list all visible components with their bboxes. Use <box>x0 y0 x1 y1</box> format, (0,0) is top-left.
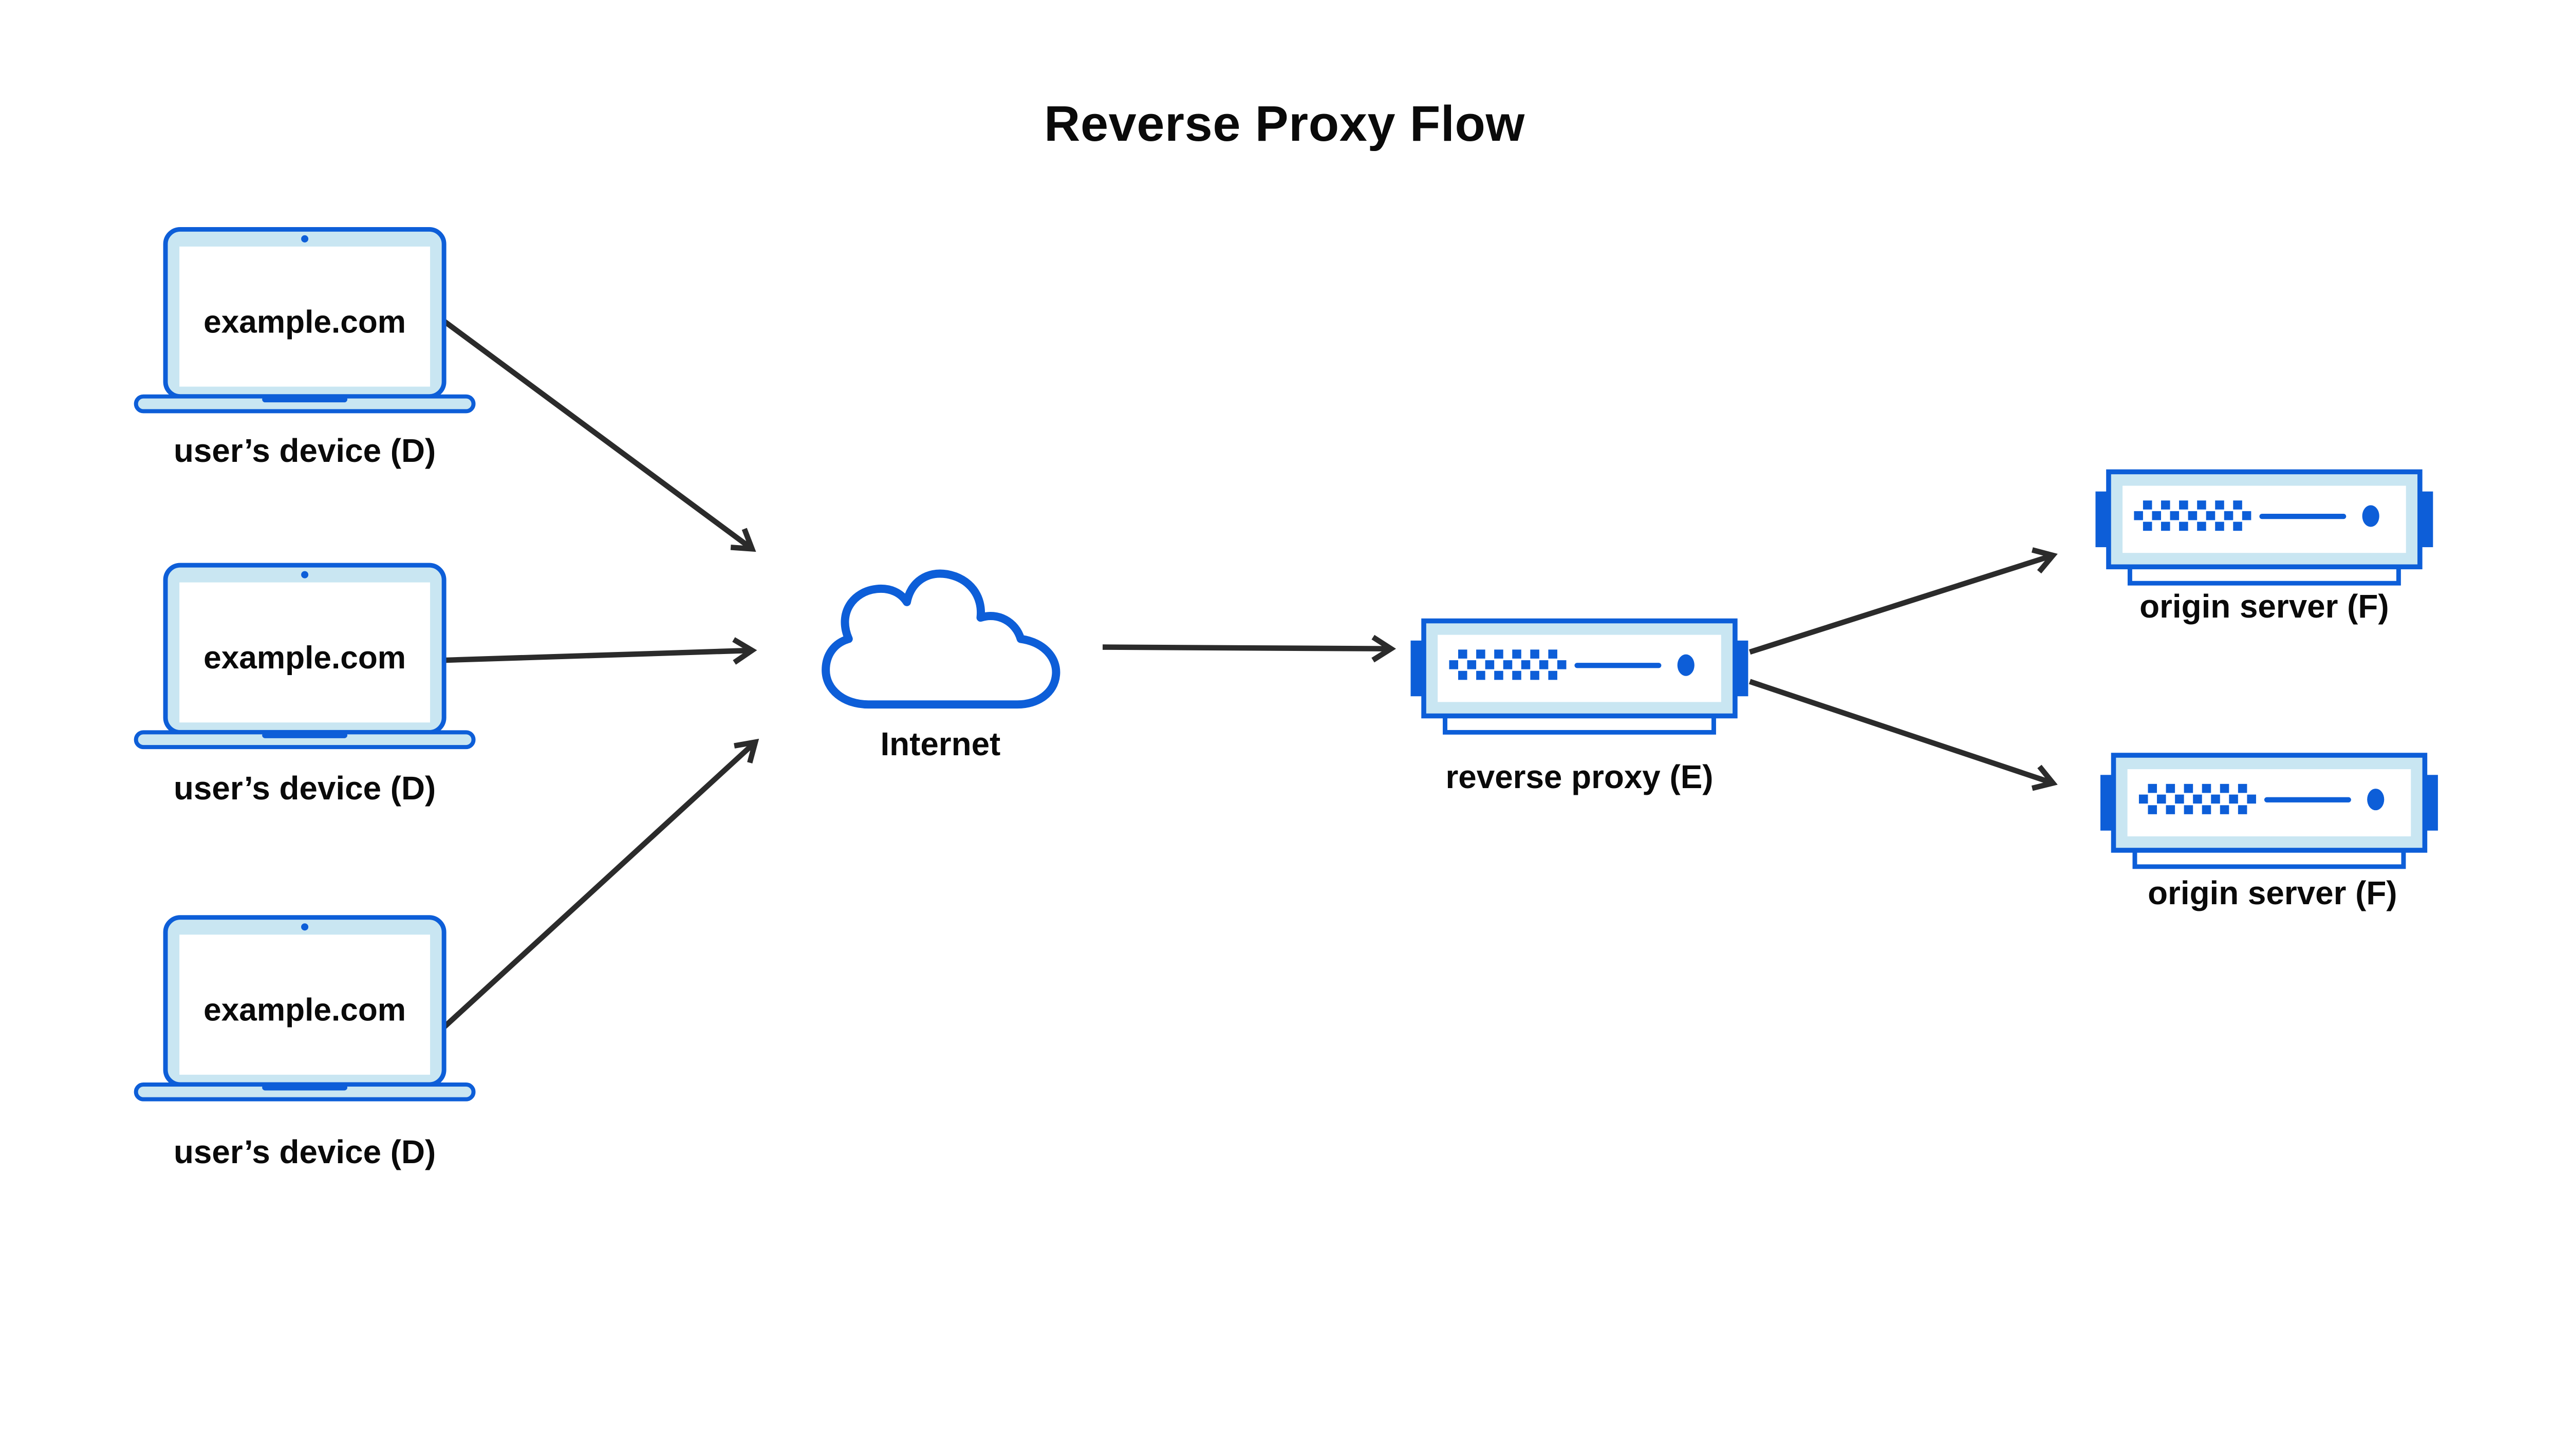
origin-server1-label: origin server (F) <box>2139 588 2389 625</box>
device2-label: user’s device (D) <box>174 770 436 807</box>
flow-arrows <box>442 319 2058 1030</box>
cloud-icon <box>822 569 1060 709</box>
diagram-canvas: Reverse Proxy Flow example.com user’s de… <box>134 96 2441 1171</box>
device1-label: user’s device (D) <box>174 432 436 469</box>
arrow-device1-to-internet <box>442 319 756 552</box>
origin-server-1: origin server (F) <box>2095 472 2433 625</box>
user-device-1: example.com user’s device (D) <box>136 229 474 469</box>
reverse-proxy-flow-diagram: Reverse Proxy Flow example.com user’s de… <box>134 96 2441 1171</box>
arrow-device3-to-internet <box>442 738 759 1030</box>
device1-screen-url: example.com <box>203 304 406 340</box>
internet-node: Internet <box>822 569 1060 762</box>
arrow-proxy-to-origin2 <box>1748 679 2058 791</box>
origin-server-2: origin server (F) <box>2100 755 2438 911</box>
server-icon <box>2095 472 2433 583</box>
internet-label: Internet <box>880 725 1000 762</box>
user-device-3: example.com user’s device (D) <box>136 918 474 1170</box>
server-icon <box>2100 755 2438 867</box>
arrow-device2-to-internet <box>443 637 757 665</box>
page-title: Reverse Proxy Flow <box>1044 96 1525 152</box>
device3-label: user’s device (D) <box>174 1133 436 1170</box>
origin-server2-label: origin server (F) <box>2148 874 2397 911</box>
server-icon <box>1411 621 1748 733</box>
reverse-proxy-node: reverse proxy (E) <box>1411 621 1748 795</box>
arrow-proxy-to-origin1 <box>1749 547 2058 655</box>
user-device-2: example.com user’s device (D) <box>136 565 474 807</box>
device2-screen-url: example.com <box>203 640 406 676</box>
device3-screen-url: example.com <box>203 993 406 1028</box>
reverse-proxy-label: reverse proxy (E) <box>1445 758 1713 795</box>
arrow-internet-to-proxy <box>1103 634 1397 663</box>
